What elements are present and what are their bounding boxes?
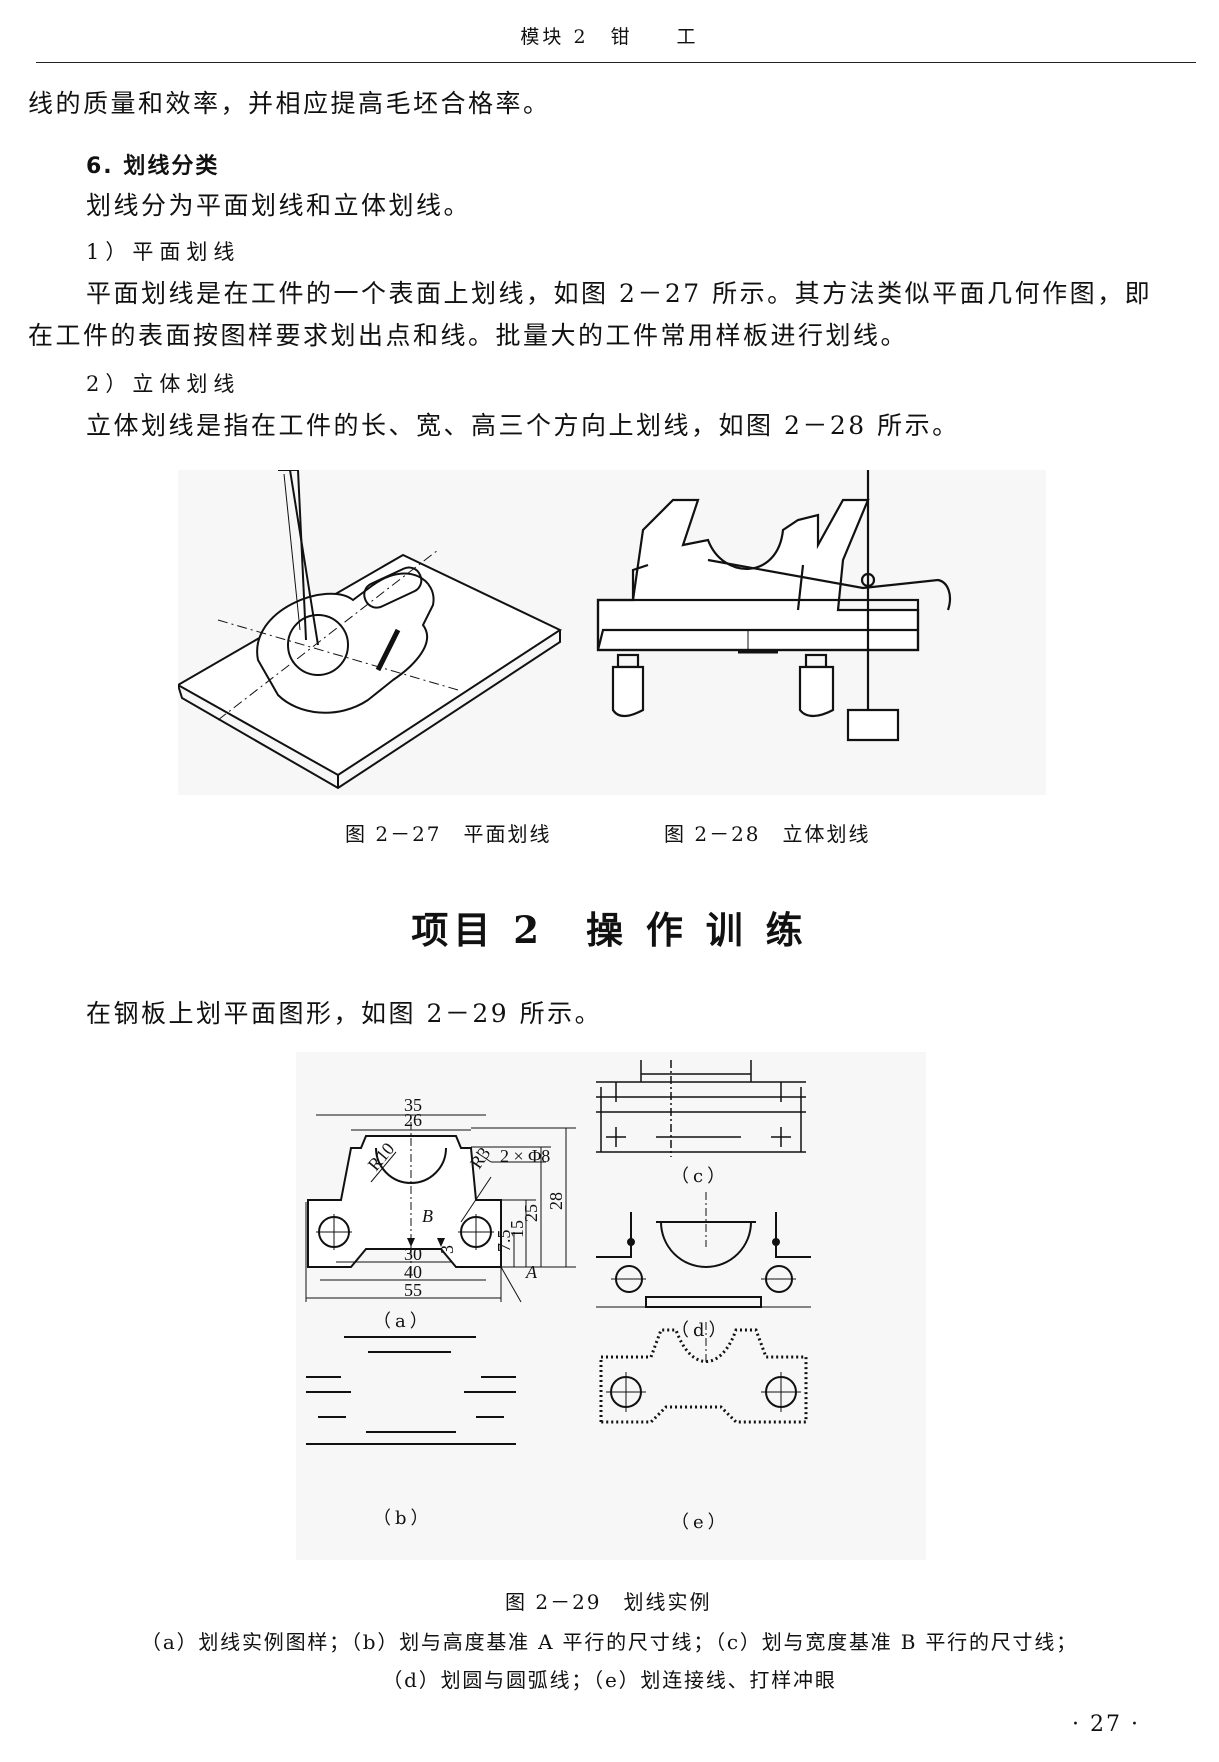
dim-40: 40	[404, 1262, 422, 1282]
dim-holes: 2 × Φ8	[500, 1146, 550, 1166]
datum-a: A	[525, 1262, 538, 1282]
figure-2-29d-drawing	[596, 1192, 811, 1308]
figure-2-27-caption: 图 2－27 平面划线	[345, 822, 552, 846]
dim-26: 26	[404, 1110, 422, 1130]
dim-3: 3	[437, 1245, 457, 1254]
page-number: · 27 ·	[1072, 1712, 1140, 1737]
subsection-1-title: 1）平面划线	[86, 240, 241, 264]
figure-27-28-drawing	[175, 469, 952, 790]
figure-2-29-note-line2: （d）划圆与圆弧线；（e）划连接线、打样冲眼	[382, 1668, 837, 1692]
figure-2-29-note-line1: （a）划线实例图样；（b）划与高度基准 A 平行的尺寸线；（c）划与宽度基准 B…	[141, 1630, 1078, 1654]
subsection-1-para-line2: 在工件的表面按图样要求划出点和线。批量大的工件常用样板进行划线。	[28, 321, 909, 350]
dim-30: 30	[404, 1244, 422, 1264]
figures-27-28-panel	[175, 469, 1046, 795]
figure-2-28-illustration	[596, 470, 952, 742]
subsection-1-para-line1: 平面划线是在工件的一个表面上划线，如图 2－27 所示。其方法类似平面几何作图，…	[86, 279, 1153, 308]
figure-2-29a-label: （a）	[373, 1311, 432, 1332]
dim-25: 25	[521, 1204, 541, 1222]
intro-paragraph: 划线分为平面划线和立体划线。	[86, 191, 472, 220]
task-paragraph: 在钢板上划平面图形，如图 2－29 所示。	[86, 999, 603, 1028]
figure-2-27-illustration	[175, 469, 563, 790]
subsection-2-title: 2）立体划线	[86, 372, 241, 396]
dim-55: 55	[404, 1280, 422, 1300]
figure-2-29-panel: 35 26 R10 R3 2 × Φ8 B 28 25 15 7.5 3 A 3…	[296, 1052, 926, 1560]
figure-2-29b-label: （b）	[373, 1508, 433, 1529]
section-title: 6. 划线分类	[86, 154, 220, 179]
dim-15: 15	[507, 1220, 527, 1238]
dim-7-5: 7.5	[494, 1230, 514, 1253]
header-rule	[36, 62, 1196, 63]
project-title: 项目 2 操 作 训 练	[411, 908, 808, 952]
subsection-2-para: 立体划线是指在工件的长、宽、高三个方向上划线，如图 2－28 所示。	[86, 411, 960, 440]
figure-2-29b-drawing	[306, 1336, 516, 1445]
continued-line: 线的质量和效率，并相应提高毛坯合格率。	[28, 89, 551, 118]
figure-2-29c-drawing	[596, 1060, 806, 1157]
figure-2-29e-drawing	[599, 1328, 808, 1424]
figure-2-29e-label: （e）	[671, 1512, 730, 1533]
figure-2-28-caption: 图 2－28 立体划线	[664, 822, 871, 846]
datum-b: B	[422, 1206, 433, 1226]
figure-2-29-drawing: 35 26 R10 R3 2 × Φ8 B 28 25 15 7.5 3 A 3…	[305, 1060, 811, 1445]
figure-2-29-caption: 图 2－29 划线实例	[505, 1590, 712, 1614]
figure-2-29a-drawing	[305, 1114, 576, 1303]
dim-28: 28	[546, 1192, 566, 1210]
dim-35: 35	[404, 1095, 422, 1115]
running-header: 模块 2 钳 工	[520, 26, 699, 48]
figure-2-29c-label: （c）	[671, 1166, 730, 1187]
figure-2-29e-centerlines	[606, 1322, 801, 1412]
figure-2-29d-label: （d）	[671, 1320, 731, 1341]
